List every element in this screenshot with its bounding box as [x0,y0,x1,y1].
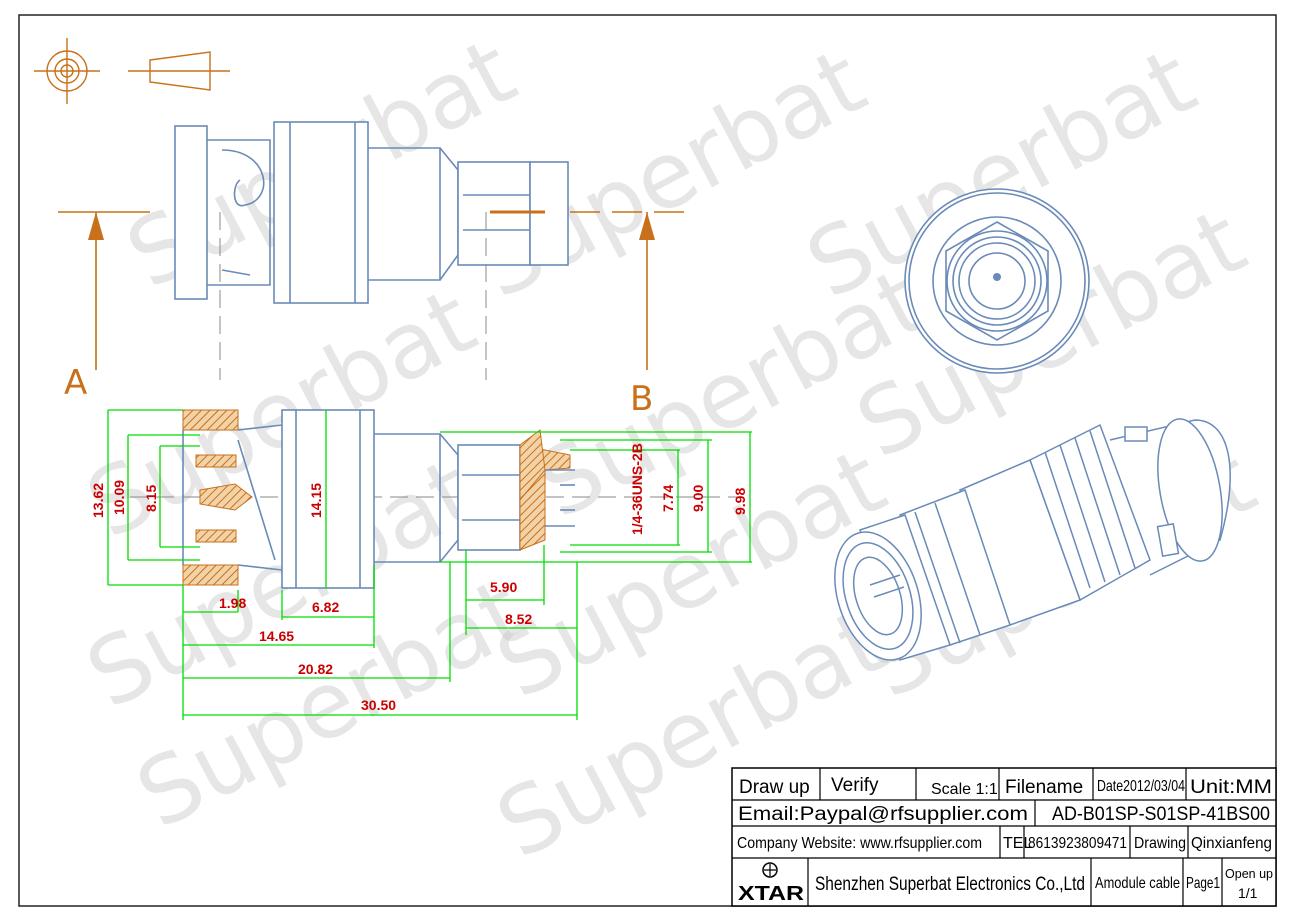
dim-9-98: 9.98 [732,488,748,515]
projection-symbol-icon [34,38,230,104]
tb-part-number: AD-B01SP-S01SP-41BS00 [1052,804,1270,825]
thread-label: 1/4-36UNS-2B [629,443,645,535]
dim-7-74: 7.74 [660,485,676,512]
dimension-labels: 13.62 10.09 8.15 14.15 1/4-36UNS-2B 7.74… [90,443,748,713]
tb-email: Email:Paypal@rfsupplier.com [738,804,1028,825]
isometric-view [834,418,1231,661]
tb-website: Company Website: www.rfsupplier.com [737,835,982,852]
dim-9-00: 9.00 [690,485,706,512]
dim-20-82: 20.82 [298,661,333,677]
dim-13-62: 13.62 [90,483,106,518]
dim-10-09: 10.09 [111,480,127,515]
dim-8-15: 8.15 [143,485,159,512]
section-line: A B [58,211,685,419]
dim-8-52: 8.52 [505,611,532,627]
xtar-logo-icon: XTAR [738,862,805,905]
dim-14-65: 14.65 [259,628,294,644]
tb-date: Date2012/03/04 [1097,778,1185,795]
tb-filename: Filename [1005,777,1083,798]
tb-drawer: Qinxianfeng [1191,835,1272,852]
front-view [904,188,1090,374]
tb-brand: XTAR [738,883,805,905]
tb-draw-up: Draw up [739,777,810,798]
cross-section-view [130,409,740,589]
dim-14-15: 14.15 [308,483,324,518]
dim-1-98: 1.98 [219,595,246,611]
tb-drawing: Drawing [1134,835,1186,852]
tb-open-up-value: 1/1 [1238,885,1258,901]
tb-scale: Scale 1:1 [931,781,998,798]
tb-page: Page1 [1186,875,1220,892]
section-label-a: A [64,363,87,403]
title-block: Draw up Verify Scale 1:1 Filename Date20… [731,767,1277,907]
tb-verify: Verify [831,775,879,796]
dimension-lines [107,409,752,720]
side-view-outline [174,121,569,304]
tb-unit: Unit:MM [1190,777,1272,798]
tb-product: Amodule cable [1095,875,1180,892]
projection-lines [219,212,487,380]
section-label-b: B [630,379,653,419]
dim-5-90: 5.90 [490,579,517,595]
tb-open-up: Open up [1225,866,1273,881]
tb-company: Shenzhen Superbat Electronics Co.,Ltd [815,874,1085,895]
dim-30-50: 30.50 [361,697,396,713]
tb-tel: 8613923809471 [1028,835,1127,852]
dim-6-82: 6.82 [312,599,339,615]
sheet-border [18,14,1277,907]
tb-tel-label: TEL [1003,835,1032,852]
